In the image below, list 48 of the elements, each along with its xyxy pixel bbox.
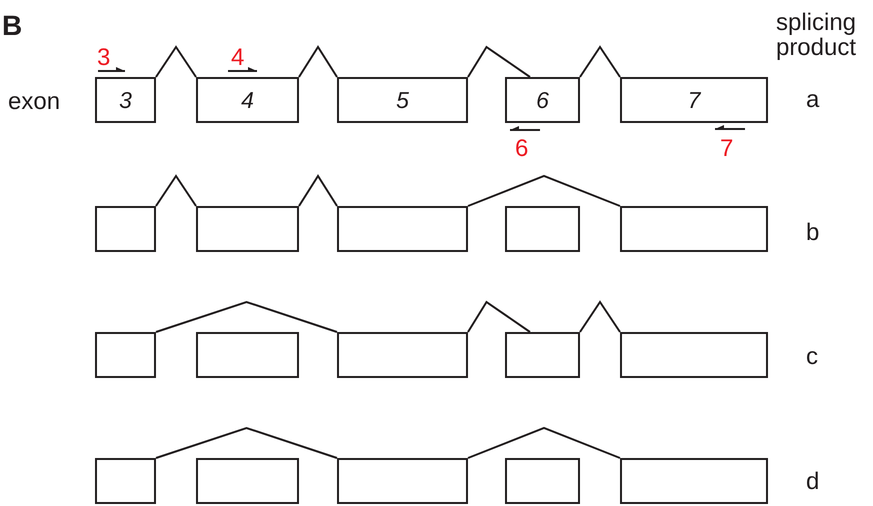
exon-number: 3 (119, 86, 132, 114)
splice-line (468, 174, 620, 207)
exon-box (95, 77, 156, 123)
exon-box (196, 332, 299, 378)
exon-number: 4 (241, 86, 254, 114)
row-label: exon (8, 90, 60, 114)
exon-box (620, 77, 768, 123)
exon-box (505, 458, 580, 504)
splice-line (298, 174, 338, 207)
splice-line (579, 45, 621, 78)
exon-number: 5 (396, 86, 409, 114)
primer-label: 6 (515, 137, 528, 161)
exon-box (620, 206, 768, 252)
exon-number: 7 (688, 86, 700, 114)
splice-line (467, 46, 531, 78)
splice-line (156, 426, 338, 459)
exon-box (620, 332, 768, 378)
product-label: a (806, 88, 820, 112)
panel-letter: B (2, 12, 22, 40)
product-label: c (806, 345, 818, 369)
splice-line (156, 300, 338, 333)
exon-box (95, 458, 156, 504)
product-label: d (806, 470, 820, 494)
exon-box (337, 77, 468, 123)
primer-label: 3 (97, 46, 110, 70)
splice-line (155, 174, 197, 207)
product-label: b (806, 221, 820, 245)
exon-box (95, 206, 156, 252)
splice-line (155, 45, 197, 78)
exon-box (196, 206, 299, 252)
exon-box (505, 206, 580, 252)
primer-label: 4 (231, 46, 244, 70)
exon-box (95, 332, 156, 378)
exon-box (196, 458, 299, 504)
exon-box (337, 332, 468, 378)
splice-line (579, 300, 621, 333)
splice-line (467, 300, 531, 333)
exon-number: 6 (536, 86, 549, 114)
splice-line (468, 426, 620, 459)
exon-box (337, 206, 468, 252)
exon-box (620, 458, 768, 504)
column-heading: splicing product (774, 10, 858, 60)
splice-line (298, 45, 338, 78)
exon-box (505, 77, 580, 123)
primer-label: 7 (720, 137, 734, 161)
exon-box (505, 332, 580, 378)
exon-box (196, 77, 299, 123)
exon-box (337, 458, 468, 504)
